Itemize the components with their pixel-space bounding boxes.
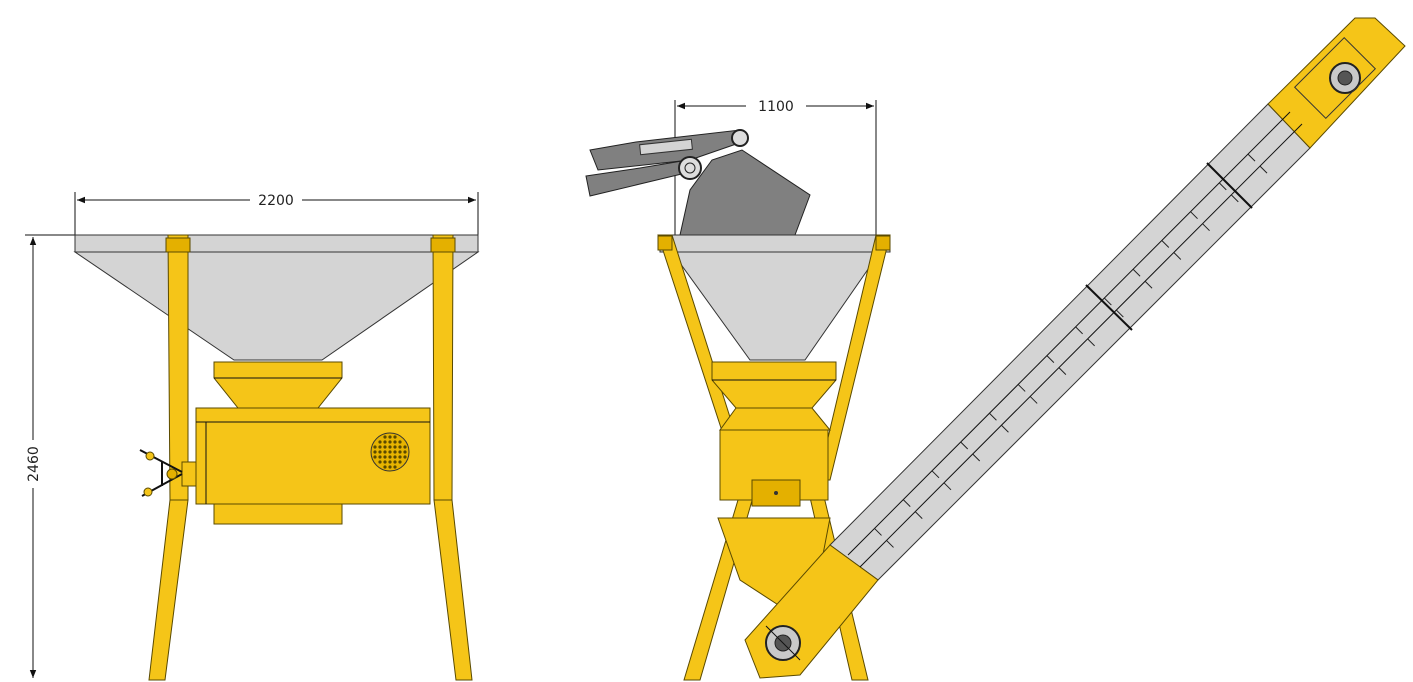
side-width-label: 1100 bbox=[758, 99, 794, 115]
conveyor-cleat bbox=[1058, 367, 1067, 376]
vent-grille-icon bbox=[370, 432, 410, 472]
grille-hole bbox=[398, 460, 402, 464]
grille-hole bbox=[378, 460, 382, 464]
grille-hole bbox=[398, 450, 402, 454]
grille-hole bbox=[393, 455, 397, 459]
grille-hole bbox=[398, 455, 402, 459]
bottom-pulley-icon bbox=[765, 625, 801, 661]
conveyor-cleat bbox=[1161, 240, 1170, 248]
conveyor-cleat bbox=[1046, 355, 1055, 364]
grille-hole bbox=[388, 460, 392, 464]
conveyor-cleat bbox=[1202, 223, 1210, 232]
grille-hole bbox=[393, 445, 397, 449]
conveyor-cleat bbox=[1218, 182, 1227, 191]
front-view: 2200 2460 bbox=[25, 192, 480, 681]
front-feed-funnel bbox=[213, 361, 343, 409]
grille-hole bbox=[398, 440, 402, 444]
front-hopper-rim bbox=[74, 234, 479, 253]
conveyor-cleat bbox=[943, 482, 952, 491]
conveyor-cleat bbox=[931, 470, 940, 479]
side-hopper bbox=[671, 251, 881, 361]
conveyor-cleat bbox=[1132, 268, 1141, 277]
conveyor-cleat bbox=[1075, 326, 1083, 335]
side-feed-funnel bbox=[711, 361, 837, 409]
grille-hole bbox=[403, 450, 407, 454]
grille-hole bbox=[383, 435, 387, 439]
top-pulley-icon bbox=[1293, 36, 1377, 120]
grille-hole bbox=[393, 440, 397, 444]
conveyor-cleat bbox=[1144, 280, 1153, 289]
grille-hole bbox=[398, 445, 402, 449]
conveyor-cleat bbox=[1230, 194, 1239, 203]
conveyor-cleat bbox=[1190, 211, 1198, 220]
hand-wheel-icon bbox=[139, 449, 197, 497]
grille-hole bbox=[403, 445, 407, 449]
conveyor-cleat bbox=[1029, 396, 1038, 404]
grille-hole bbox=[403, 455, 407, 459]
front-discharge-box bbox=[213, 503, 343, 525]
grille-hole bbox=[378, 450, 382, 454]
conveyor-cleat bbox=[1173, 252, 1182, 260]
front-width-dimension: 2200 bbox=[74, 192, 479, 235]
conveyor-cleat bbox=[886, 540, 894, 548]
grille-hole bbox=[388, 445, 392, 449]
grille-hole bbox=[373, 445, 377, 449]
grille-hole bbox=[393, 450, 397, 454]
conveyor-cleat bbox=[989, 412, 997, 421]
conveyor-cleat bbox=[914, 511, 923, 519]
grille-hole bbox=[388, 435, 392, 439]
grille-hole bbox=[378, 440, 382, 444]
grille-hole bbox=[383, 445, 387, 449]
front-hopper bbox=[73, 251, 480, 361]
front-width-label: 2200 bbox=[258, 193, 294, 209]
grille-hole bbox=[383, 450, 387, 454]
front-height-label: 2460 bbox=[26, 446, 42, 482]
conveyor-cleat bbox=[1116, 309, 1124, 318]
loader-bucket bbox=[585, 129, 811, 236]
grille-hole bbox=[373, 455, 377, 459]
grille-hole bbox=[388, 465, 392, 469]
grille-hole bbox=[388, 440, 392, 444]
grille-hole bbox=[378, 445, 382, 449]
side-view: 1100 bbox=[585, 99, 891, 681]
conveyor-cleat bbox=[1087, 338, 1095, 347]
conveyor-cleat bbox=[1001, 424, 1009, 433]
front-legs bbox=[148, 234, 473, 681]
conveyor-cleat bbox=[1259, 165, 1268, 174]
side-hopper-rim bbox=[659, 234, 891, 253]
conveyor-cleat bbox=[1104, 297, 1112, 306]
pivot-wheel-icon bbox=[678, 156, 702, 180]
conveyor-cleat bbox=[902, 499, 911, 507]
grille-hole bbox=[373, 450, 377, 454]
conveyor-cleat bbox=[874, 528, 882, 536]
grille-hole bbox=[383, 440, 387, 444]
front-height-dimension: 2460 bbox=[25, 234, 75, 678]
conveyor-cleat bbox=[972, 453, 981, 462]
grille-hole bbox=[388, 450, 392, 454]
grille-hole bbox=[393, 460, 397, 464]
grille-hole bbox=[393, 435, 397, 439]
conveyor-cleat bbox=[960, 441, 969, 450]
grille-hole bbox=[383, 455, 387, 459]
inclined-conveyor bbox=[744, 17, 1406, 679]
grille-hole bbox=[393, 465, 397, 469]
grille-hole bbox=[388, 455, 392, 459]
conveyor-cleat bbox=[1017, 384, 1026, 392]
grille-hole bbox=[378, 455, 382, 459]
conveyor-cleat bbox=[1247, 153, 1256, 162]
conveyor-belt-housing bbox=[829, 103, 1311, 581]
grille-hole bbox=[383, 465, 387, 469]
grille-hole bbox=[383, 460, 387, 464]
